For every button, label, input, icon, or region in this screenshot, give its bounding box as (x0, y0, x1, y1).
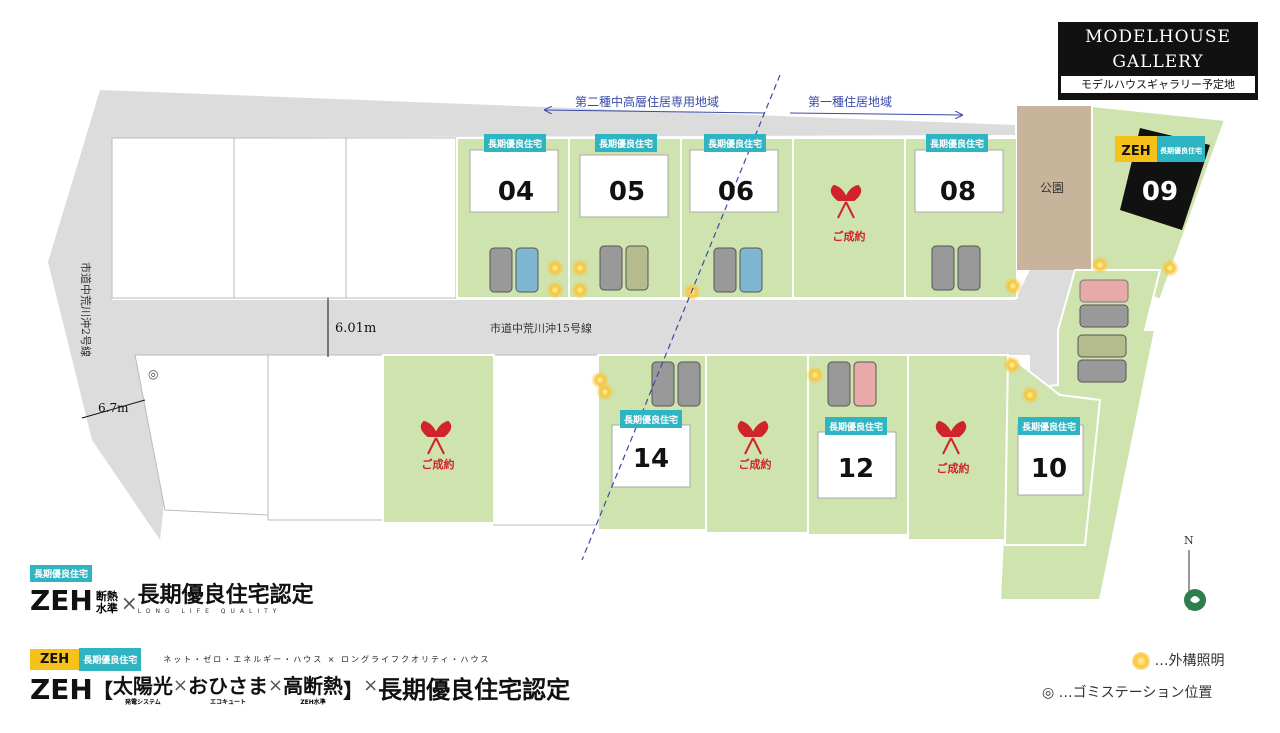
lot-04-tag: 長期優良住宅 (484, 134, 546, 152)
svg-text:ご成約: ご成約 (937, 461, 970, 475)
legend-zeh-level: 長期優良住宅 ZEH 断熱 水準 × 長期優良住宅認定 LONG LIFE QU… (30, 562, 314, 615)
lot-14-tag: 長期優良住宅 (620, 410, 682, 428)
legend2-w2: おひさま (187, 674, 268, 698)
zone-boundary (581, 74, 781, 561)
main-road-width: 6.01m (335, 321, 376, 336)
top-left-lots (111, 137, 457, 299)
svg-text:長期優良住宅: 長期優良住宅 (1160, 146, 1202, 155)
svg-text:長期優良住宅: 長期優良住宅 (1022, 421, 1076, 433)
main-road (112, 268, 1092, 390)
lot-09-number: 09 (1142, 177, 1178, 207)
lot-09-tags: ZEH 長期優良住宅 (1115, 136, 1205, 162)
svg-text:ご成約: ご成約 (833, 229, 866, 243)
legend2-tag: 長期優良住宅 (79, 648, 142, 671)
modelhouse-line1: MODELHOUSE (1085, 27, 1231, 47)
legend2-close: 】 (343, 679, 364, 703)
lot-14-number: 14 (633, 444, 669, 474)
bottom-white-lots (134, 354, 599, 526)
zone-left-label: 第二種中高層住居専用地域 (575, 94, 719, 109)
legend-garbage-text: …ゴミステーション位置 (1058, 685, 1213, 701)
svg-text:長期優良住宅: 長期優良住宅 (624, 414, 678, 426)
bottom-green-lots (382, 352, 1102, 546)
legend2-w1: 太陽光 (112, 674, 173, 698)
light-icon (1132, 652, 1150, 670)
lot-10-number: 10 (1031, 454, 1067, 484)
modelhouse-line2: GALLERY (1112, 52, 1204, 72)
svg-text:長期優良住宅: 長期優良住宅 (599, 138, 653, 150)
lot-06-tag: 長期優良住宅 (704, 134, 766, 152)
legend1-tag: 長期優良住宅 (30, 565, 93, 582)
lot-05-tag: 長期優良住宅 (595, 134, 657, 152)
svg-text:長期優良住宅: 長期優良住宅 (708, 138, 762, 150)
legend1-sub: LONG LIFE QUALITY (137, 608, 282, 615)
legend1-zeh: ZEH (30, 584, 93, 617)
sold-ribbon-bottom-2: ご成約 (737, 420, 772, 471)
legend-garbage: ◎ …ゴミステーション位置 (1042, 682, 1212, 702)
zone-arrow-right (789, 113, 962, 115)
sold-ribbon-bottom-1: ご成約 (420, 420, 455, 471)
legend2-times-2: × (267, 675, 284, 696)
svg-text:長期優良住宅: 長期優良住宅 (488, 138, 542, 150)
upper-road (100, 90, 1015, 138)
park-label: 公園 (1040, 181, 1064, 195)
lot-08-tag: 長期優良住宅 (926, 134, 988, 152)
lot-04-number: 04 (498, 177, 534, 207)
legend2-kana: ネット・ゼロ・エネルギー・ハウス × ロングライフクオリティ・ハウス (163, 655, 491, 664)
side-road-label: 市道中荒川沖2号線 (79, 262, 93, 357)
side-road (48, 90, 165, 540)
garbage-station-mark: ◎ (148, 367, 158, 381)
compass: N (1184, 534, 1206, 611)
garbage-icon: ◎ (1042, 685, 1055, 701)
zone-arrow-left (545, 110, 766, 113)
legend2-times-1: × (172, 675, 188, 696)
legend2-w2-sub: エコキュート (209, 699, 246, 706)
cars (489, 245, 981, 407)
legend2-w3-sub: ZEH水準 (300, 699, 326, 706)
lot-10-tag: 長期優良住宅 (1018, 417, 1080, 435)
legend1-small1: 断熱 (95, 590, 118, 603)
lot-12-number: 12 (838, 454, 874, 484)
lot-06-number: 06 (718, 177, 754, 207)
legend-light: …外構照明 (1132, 650, 1224, 670)
legend2-times-3: × (363, 675, 379, 696)
legend1-main: 長期優良住宅認定 (137, 583, 314, 608)
legend2-main: 長期優良住宅認定 (378, 676, 571, 704)
sold-ribbon-bottom-3: ご成約 (935, 420, 970, 475)
lot-05-number: 05 (609, 177, 645, 207)
legend2-zeh-badge: ZEH (30, 649, 80, 670)
modelhouse-sign: MODELHOUSE GALLERY モデルハウスギャラリー予定地 (1058, 22, 1258, 100)
legend2-w1-sub: 発電システム (124, 699, 161, 706)
svg-text:長期優良住宅: 長期優良住宅 (930, 138, 984, 150)
lot-12-tag: 長期優良住宅 (825, 417, 887, 435)
svg-text:ZEH: ZEH (1121, 144, 1150, 159)
park-area (1017, 106, 1092, 270)
lot-08-number: 08 (940, 177, 976, 207)
svg-text:ご成約: ご成約 (422, 457, 455, 471)
side-road-width: 6.7m (98, 401, 129, 415)
svg-text:長期優良住宅: 長期優良住宅 (829, 421, 883, 433)
legend2-zeh-big: ZEH (30, 673, 93, 706)
legend-light-text: …外構照明 (1154, 653, 1225, 669)
modelhouse-sub: モデルハウスギャラリー予定地 (1061, 76, 1255, 93)
legend-zeh-full: ZEH 長期優良住宅 ネット・ゼロ・エネルギー・ハウス × ロングライフクオリテ… (30, 648, 570, 706)
main-road-label: 市道中荒川沖15号線 (490, 321, 592, 335)
legend1-small2: 水準 (95, 602, 118, 615)
sold-ribbon-top: ご成約 (830, 184, 866, 243)
legend2-open: 【 (92, 679, 113, 703)
lights (546, 256, 1179, 404)
parking-east (1077, 279, 1129, 383)
svg-text:N: N (1184, 534, 1194, 547)
zone-right-label: 第一種住居地域 (808, 95, 892, 109)
side-road-width-line (81, 399, 146, 419)
svg-text:ご成約: ご成約 (739, 457, 772, 471)
legend1-times: × (120, 591, 138, 615)
legend2-w3: 高断熱 (283, 674, 344, 698)
